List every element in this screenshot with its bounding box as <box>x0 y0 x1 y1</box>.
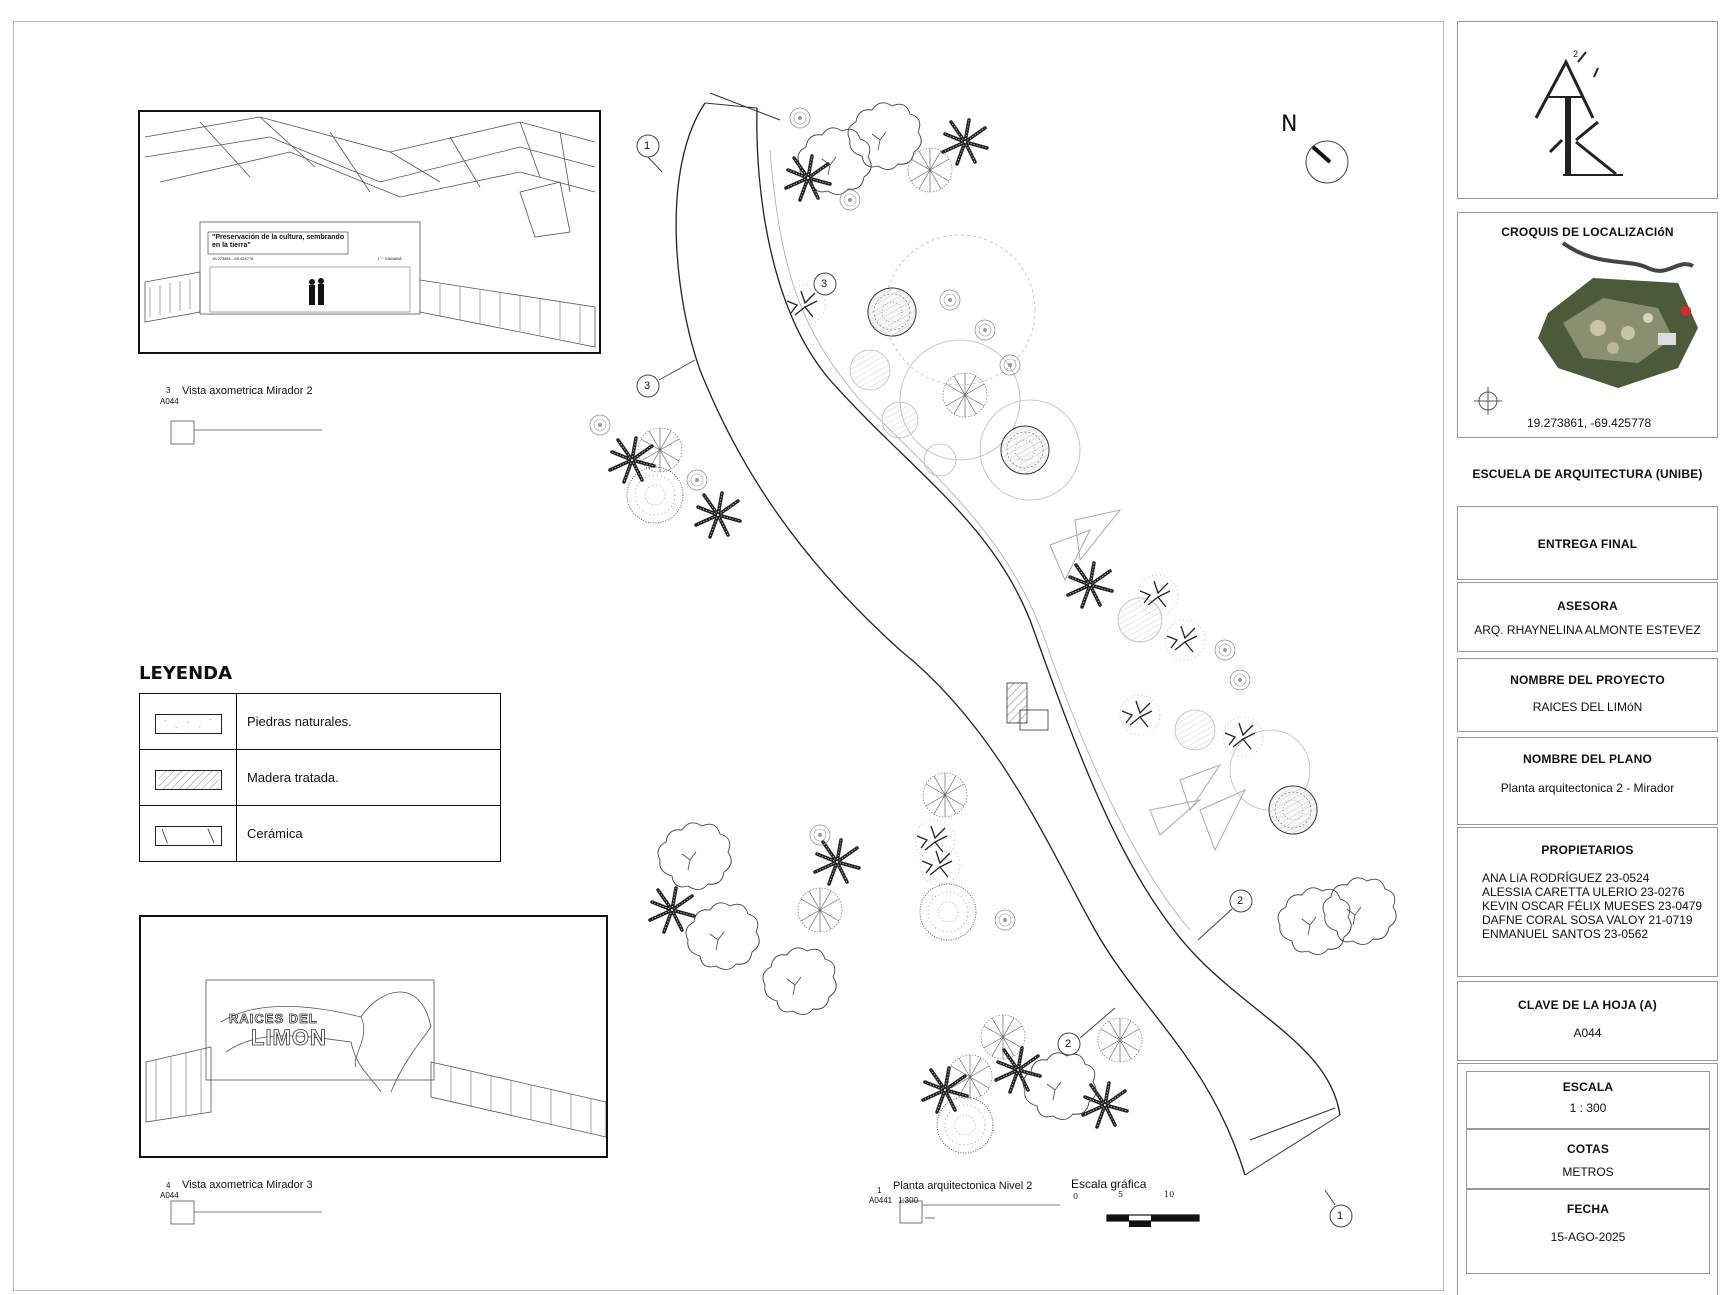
scale-cell: ESCALA 1 : 300 <box>1466 1071 1710 1129</box>
sheet-key-label: CLAVE DE LA HOJA (A) <box>1518 998 1657 1012</box>
axonometric-view-mirador-2: "Preservación de la cultura, sembrando e… <box>138 110 601 354</box>
plan-caption-scale: 1:300 <box>898 1196 919 1205</box>
sheet-frame <box>13 21 1444 1291</box>
owner-item: ENMANUEL SANTOS 23-0562 <box>1482 927 1649 941</box>
project-name: RAICES DEL LIMóN <box>1532 700 1643 714</box>
owners-list: ANA LíA RODRÍGUEZ 23-0524 ALESSIA CARETT… <box>1458 871 1702 941</box>
legend-row-stone: Piedras naturales. <box>140 694 500 750</box>
view-2-caption-number: 3 <box>166 386 171 395</box>
project-name-box: NOMBRE DEL PROYECTO RAICES DEL LIMóN <box>1457 658 1718 732</box>
graphic-scale-tick-0: 0 <box>1073 1192 1079 1201</box>
legend-label-wood: Madera tratada. <box>247 770 339 785</box>
legend-swatch-cell <box>140 750 237 805</box>
logo-box: 2 <box>1457 21 1718 199</box>
north-label: N <box>1281 112 1298 137</box>
croquis-title: CROQUIS DE LOCALIZACIóN <box>1501 225 1674 239</box>
location-sketch-box: CROQUIS DE LOCALIZACIóN <box>1457 212 1718 438</box>
wood-pattern-swatch <box>155 770 222 790</box>
owner-item: DAFNE CORAL SOSA VALOY 21-0719 <box>1482 913 1693 927</box>
owners-label: PROPIETARIOS <box>1541 843 1634 857</box>
date-value: 15-AGO-2025 <box>1550 1230 1626 1244</box>
scale-label: ESCALA <box>1562 1080 1614 1094</box>
owners-box: PROPIETARIOS ANA LíA RODRÍGUEZ 23-0524 A… <box>1457 827 1718 977</box>
legend-label-stone: Piedras naturales. <box>247 714 352 729</box>
view-2-caption-title: Vista axometrica Mirador 2 <box>182 385 313 397</box>
stone-pattern-swatch <box>155 714 222 734</box>
ceramic-pattern-swatch <box>155 826 222 846</box>
school-name: ESCUELA DE ARQUITECTURA (UNIBE) <box>1472 467 1703 481</box>
section-marker-3-right: 3 <box>821 278 828 290</box>
owner-item: ANA LíA RODRÍGUEZ 23-0524 <box>1482 871 1650 885</box>
section-marker-2-right: 2 <box>1237 895 1244 907</box>
date-cell: FECHA 15-AGO-2025 <box>1466 1189 1710 1274</box>
entrega-box: ENTREGA FINAL <box>1457 506 1718 580</box>
asesora-box: ASESORA ARQ. RHAYNELINA ALMONTE ESTEVEZ <box>1457 582 1718 652</box>
asesora-label: ASESORA <box>1557 599 1618 613</box>
north-arrow <box>1305 140 1349 184</box>
owner-item: KEVIN OSCAR FÉLIX MUESES 23-0479 <box>1482 899 1703 913</box>
view-3-caption-number: 4 <box>166 1181 171 1190</box>
legend-label-ceramic: Cerámica <box>247 826 303 841</box>
section-marker-2-left: 2 <box>1065 1038 1072 1050</box>
graphic-scale-title: Escala gráfica <box>1071 1177 1147 1191</box>
location-coordinates: 19.273861, -69.425778 <box>1527 416 1652 430</box>
legend-swatch-cell <box>140 806 237 862</box>
section-marker-1-top: 1 <box>644 140 651 152</box>
view-3-caption-title: Vista axometrica Mirador 3 <box>182 1179 313 1191</box>
owner-item: ALESSIA CARETTA ULERIO 23-0276 <box>1482 885 1685 899</box>
view-3-caption-ref: A044 <box>160 1191 179 1200</box>
project-name-label: NOMBRE DEL PROYECTO <box>1510 673 1665 687</box>
legend-row-wood: Madera tratada. <box>140 750 500 806</box>
plan-caption-ref: A0441 <box>869 1196 893 1205</box>
stair-block <box>1006 682 1049 731</box>
mirador-2-coords: 19.273861, -69.425778 <box>212 256 254 261</box>
mirador-2-love-text: I ♡ SAMANÁ <box>378 256 402 261</box>
entrega-label: ENTREGA FINAL <box>1537 537 1638 551</box>
plan-name-box: NOMBRE DEL PLANO Planta arquitectonica 2… <box>1457 737 1718 825</box>
mirador-2-quote: "Preservación de la cultura, sembrando e… <box>212 234 345 249</box>
plan-caption-number: 1 <box>877 1186 882 1195</box>
graphic-scale-tick-10: 10 <box>1164 1190 1175 1199</box>
plan-caption-title: Planta arquitectonica Nivel 2 <box>893 1180 1033 1192</box>
dimensions-cell: COTAS METROS <box>1466 1129 1710 1189</box>
legend-row-ceramic: Cerámica <box>140 806 500 862</box>
section-marker-3-left: 3 <box>644 380 651 392</box>
studio-logo-mark: 2 <box>1534 49 1623 176</box>
sheet-key-box: CLAVE DE LA HOJA (A) A044 <box>1457 981 1718 1061</box>
plan-caption-line <box>899 1200 1060 1224</box>
mirador-3-sign-word-1: RAICES DEL <box>229 1011 318 1027</box>
graphic-scale-tick-5: 5 <box>1118 1190 1124 1199</box>
mirador-2-sketch <box>144 116 596 348</box>
legend-swatch-cell <box>140 694 237 749</box>
legend-title: LEYENDA <box>139 663 233 684</box>
scale-value: 1 : 300 <box>1569 1101 1607 1115</box>
sheet-key: A044 <box>1573 1026 1602 1040</box>
axonometric-view-mirador-3: RAICES DEL LIMON <box>139 915 608 1158</box>
plan-name-label: NOMBRE DEL PLANO <box>1523 752 1652 766</box>
view-2-caption-ref: A044 <box>160 397 179 406</box>
mirador-3-sign-word-2: LIMON <box>251 1025 327 1051</box>
location-aerial-map <box>1538 241 1698 388</box>
plan-name: Planta arquitectonica 2 - Mirador <box>1500 781 1675 795</box>
asesora-name: ARQ. RHAYNELINA ALMONTE ESTEVEZ <box>1474 623 1701 637</box>
date-label: FECHA <box>1566 1202 1610 1216</box>
graphic-scale-bar <box>1106 1214 1200 1227</box>
mirador-3-sketch <box>145 979 606 1138</box>
scale-info-box: ESCALA 1 : 300 COTAS METROS FECHA 15-AGO… <box>1457 1063 1718 1295</box>
legend-table: Piedras naturales. Madera tratada. Cerám… <box>139 693 501 862</box>
dimensions-unit: METROS <box>1562 1165 1614 1179</box>
section-marker-1-bottom: 1 <box>1337 1210 1344 1222</box>
svg-text:2: 2 <box>1573 49 1578 59</box>
dimensions-label: COTAS <box>1566 1142 1610 1156</box>
crosshair-icon <box>1474 387 1502 415</box>
